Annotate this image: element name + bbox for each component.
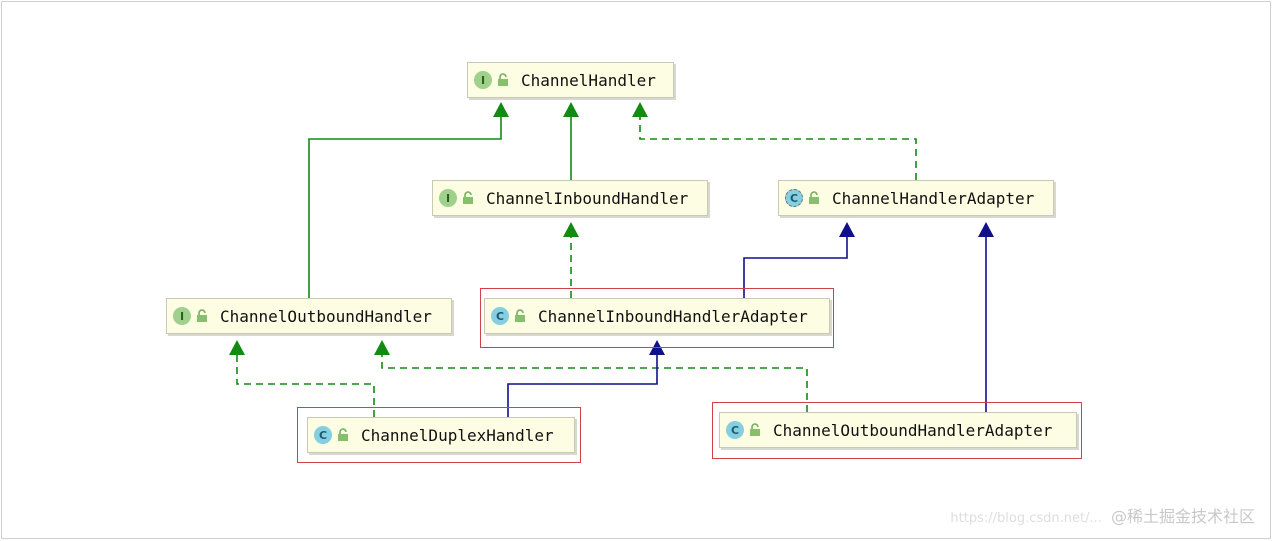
arrowhead-channel-inbound-handler-adapter-to-channel-inbound-handler	[563, 222, 579, 237]
arrowhead-channel-outbound-handler-adapter-to-channel-handler-adapter	[978, 222, 994, 237]
watermark-text: @稀土掘金技术社区	[1110, 507, 1255, 526]
interface-icon: I	[439, 189, 457, 207]
public-lock-icon	[750, 423, 760, 436]
node-channel-inbound-handler-adapter[interactable]: C ChannelInboundHandlerAdapter	[484, 298, 830, 334]
node-label: ChannelHandlerAdapter	[832, 188, 1035, 208]
edge-channel-handler-adapter-to-channel-handler	[639, 117, 917, 180]
node-label: ChannelInboundHandlerAdapter	[538, 306, 808, 326]
node-channel-duplex-handler[interactable]: C ChannelDuplexHandler	[307, 417, 575, 453]
abstract-class-icon: C	[785, 189, 803, 207]
public-lock-icon	[463, 191, 473, 204]
class-icon: C	[726, 421, 744, 439]
node-label: ChannelInboundHandler	[486, 188, 689, 208]
node-channel-handler-adapter[interactable]: C ChannelHandlerAdapter	[778, 180, 1054, 216]
edge-channel-duplex-handler-to-channel-inbound-handler-adapter	[507, 355, 658, 417]
arrowhead-channel-outbound-handler-adapter-to-channel-outbound-handler	[374, 340, 390, 355]
watermark: https://blog.csdn.net/... @稀土掘金技术社区	[950, 503, 1255, 527]
arrowhead-channel-inbound-handler-adapter-to-channel-handler-adapter	[839, 222, 855, 237]
edge-channel-outbound-handler-adapter-to-channel-outbound-handler	[381, 355, 808, 412]
edge-channel-inbound-handler-adapter-to-channel-handler-adapter	[743, 237, 848, 298]
public-lock-icon	[809, 191, 819, 204]
edge-channel-outbound-handler-to-channel-handler	[308, 117, 502, 298]
highlight-box-outbound-adapter	[712, 402, 1082, 459]
node-channel-outbound-handler[interactable]: I ChannelOutboundHandler	[166, 298, 452, 334]
watermark-url: https://blog.csdn.net/...	[950, 511, 1102, 526]
node-label: ChannelDuplexHandler	[361, 425, 554, 445]
node-channel-handler[interactable]: I ChannelHandler	[467, 62, 674, 98]
arrowhead-channel-outbound-handler-to-channel-handler	[493, 102, 509, 117]
arrowhead-channel-handler-adapter-to-channel-handler	[632, 102, 648, 117]
public-lock-icon	[515, 309, 525, 322]
node-channel-outbound-handler-adapter[interactable]: C ChannelOutboundHandlerAdapter	[719, 412, 1077, 448]
arrowhead-channel-inbound-handler-to-channel-handler	[563, 102, 579, 117]
node-channel-inbound-handler[interactable]: I ChannelInboundHandler	[432, 180, 708, 216]
public-lock-icon	[197, 309, 207, 322]
node-label: ChannelHandler	[521, 70, 656, 90]
highlight-box-duplex-handler	[297, 407, 581, 463]
node-label: ChannelOutboundHandlerAdapter	[773, 420, 1053, 440]
node-label: ChannelOutboundHandler	[220, 306, 432, 326]
edge-channel-duplex-handler-to-channel-outbound-handler	[236, 355, 375, 417]
class-icon: C	[314, 426, 332, 444]
public-lock-icon	[498, 73, 508, 86]
interface-icon: I	[173, 307, 191, 325]
highlight-box-inbound-adapter	[480, 288, 834, 348]
arrowhead-channel-duplex-handler-to-channel-outbound-handler	[229, 340, 245, 355]
interface-icon: I	[474, 71, 492, 89]
public-lock-icon	[338, 428, 348, 441]
class-icon: C	[491, 307, 509, 325]
